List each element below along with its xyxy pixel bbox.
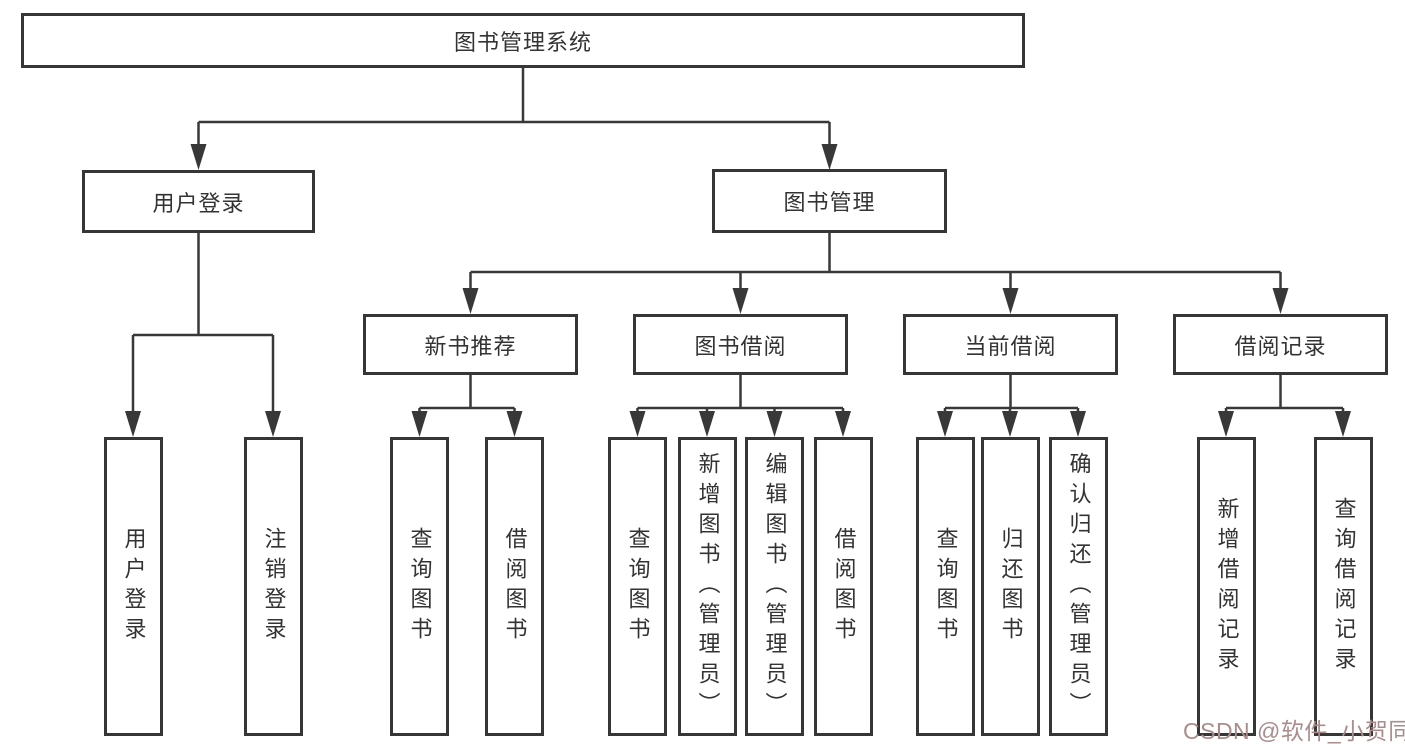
leaf-borrow-borrow-book: 借阅图书 bbox=[814, 437, 873, 736]
arrowhead bbox=[629, 411, 646, 437]
node-book-management: 图书管理 bbox=[712, 169, 947, 233]
node-user-login: 用户登录 bbox=[82, 170, 315, 233]
node-current-borrow: 当前借阅 bbox=[903, 314, 1118, 375]
leaf-borrow-add-book-admin: 新增图书（管理员） bbox=[678, 437, 737, 736]
arrowhead bbox=[190, 144, 207, 170]
arrowhead bbox=[1070, 411, 1086, 437]
arrowhead bbox=[732, 288, 749, 314]
connector-records bbox=[1224, 375, 1345, 413]
arrowhead bbox=[462, 288, 479, 314]
leaf-borrow-edit-book-admin: 编辑图书（管理员） bbox=[745, 437, 804, 736]
node-root-library-system: 图书管理系统 bbox=[21, 13, 1025, 68]
leaf-newbooks-borrow-book: 借阅图书 bbox=[485, 437, 544, 736]
arrowhead bbox=[821, 144, 838, 170]
arrowhead bbox=[1272, 288, 1289, 314]
connector-new-books bbox=[418, 375, 516, 413]
connector-borrow bbox=[636, 375, 845, 413]
node-book-borrow: 图书借阅 bbox=[633, 314, 848, 375]
arrowhead bbox=[1335, 411, 1351, 437]
leaf-current-return-book: 归还图书 bbox=[981, 437, 1040, 736]
connector-book-mgmt bbox=[469, 233, 1282, 290]
node-new-book-recommend: 新书推荐 bbox=[363, 314, 578, 375]
arrowhead bbox=[766, 411, 783, 437]
arrowhead bbox=[937, 411, 953, 437]
csdn-watermark: CSDN @软件_小贺同学 bbox=[1183, 718, 1405, 744]
connector-root bbox=[197, 68, 831, 146]
arrowhead bbox=[835, 411, 851, 437]
arrowhead bbox=[699, 411, 715, 437]
leaf-current-confirm-return-admin: 确认归还（管理员） bbox=[1049, 437, 1108, 736]
arrowhead bbox=[506, 411, 523, 437]
connector-current bbox=[943, 375, 1080, 413]
leaf-newbooks-query-book: 查询图书 bbox=[390, 437, 449, 736]
connector-user-login bbox=[131, 233, 275, 413]
arrowhead bbox=[265, 411, 281, 437]
leaf-user-login: 用户登录 bbox=[104, 437, 163, 736]
arrowhead bbox=[125, 411, 141, 437]
arrowhead bbox=[411, 411, 428, 437]
leaf-records-query-record: 查询借阅记录 bbox=[1314, 437, 1373, 736]
leaf-records-add-record: 新增借阅记录 bbox=[1197, 437, 1256, 736]
arrowhead bbox=[1002, 411, 1018, 437]
leaf-logout: 注销登录 bbox=[244, 437, 303, 736]
leaf-borrow-query-book: 查询图书 bbox=[608, 437, 667, 736]
arrowhead bbox=[1002, 288, 1019, 314]
arrowhead bbox=[1218, 411, 1234, 437]
node-borrow-records: 借阅记录 bbox=[1173, 314, 1388, 375]
leaf-current-query-book: 查询图书 bbox=[916, 437, 975, 736]
